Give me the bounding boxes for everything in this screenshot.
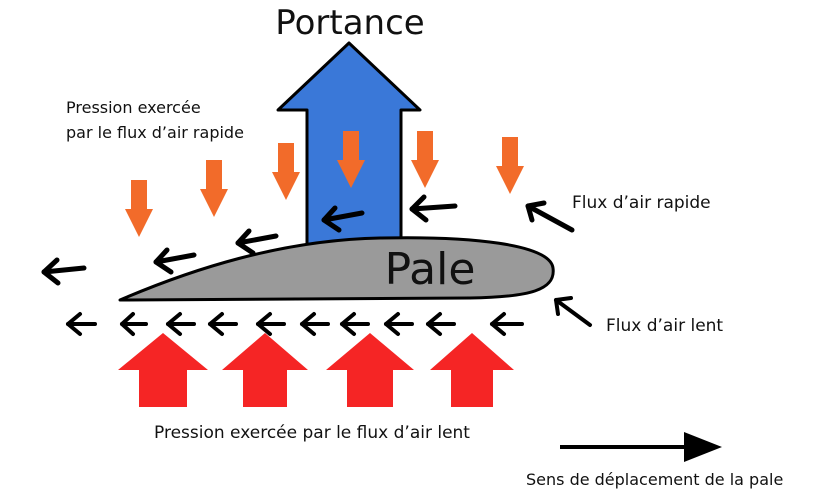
- fast-pressure-arrow: [125, 180, 153, 237]
- direction-arrow: [560, 432, 722, 462]
- flow-arrow-left: [166, 312, 196, 336]
- slow-pressure-arrow: [118, 333, 208, 407]
- slow-pressure-arrow: [222, 333, 308, 407]
- flow-arrow-left: [235, 228, 279, 256]
- slow-flow-arrows: [66, 296, 592, 336]
- slow-pressure-arrow: [326, 333, 414, 407]
- fast-flow-arrows: [41, 194, 575, 286]
- flow-arrow-left: [340, 312, 370, 336]
- fast-pressure-arrow: [411, 131, 439, 188]
- direction-label: Sens de déplacement de la pale: [526, 470, 783, 489]
- flow-arrow-left: [426, 312, 456, 336]
- title-portance: Portance: [275, 3, 424, 43]
- flow-arrow-left: [256, 312, 286, 336]
- flow-arrow-left: [490, 312, 524, 336]
- slow-flow-label: Flux d’air lent: [606, 316, 723, 336]
- flow-arrow-left: [66, 312, 97, 336]
- fast-pressure-arrow: [496, 137, 524, 194]
- slow-pressure-arrows: [118, 333, 514, 407]
- fast-pressure-arrows: [125, 131, 524, 237]
- flow-arrow-diag: [554, 296, 592, 327]
- fast-flow-label: Flux d’air rapide: [572, 193, 711, 213]
- flow-arrow-left: [409, 194, 458, 223]
- blade-label: Pale: [385, 244, 476, 295]
- flow-arrow-diag: [525, 200, 575, 233]
- flow-arrow-left: [153, 247, 197, 275]
- blade-shape: [118, 236, 555, 302]
- flow-arrow-left: [384, 312, 414, 336]
- slow-pressure-label: Pression exercée par le flux d’air lent: [154, 423, 470, 443]
- flow-arrow-left: [41, 257, 87, 286]
- fast-pressure-label-line1: Pression exercée: [66, 98, 201, 117]
- flow-arrow-left: [208, 312, 238, 336]
- flow-arrow-left: [321, 205, 365, 233]
- flow-arrow-left: [300, 312, 330, 336]
- fast-pressure-arrow: [272, 143, 300, 200]
- flow-arrow-left: [120, 312, 148, 336]
- fast-pressure-arrow: [337, 131, 365, 188]
- fast-pressure-label-line2: par le flux d’air rapide: [66, 123, 244, 142]
- slow-pressure-arrow: [430, 333, 514, 407]
- fast-pressure-arrow: [200, 160, 228, 217]
